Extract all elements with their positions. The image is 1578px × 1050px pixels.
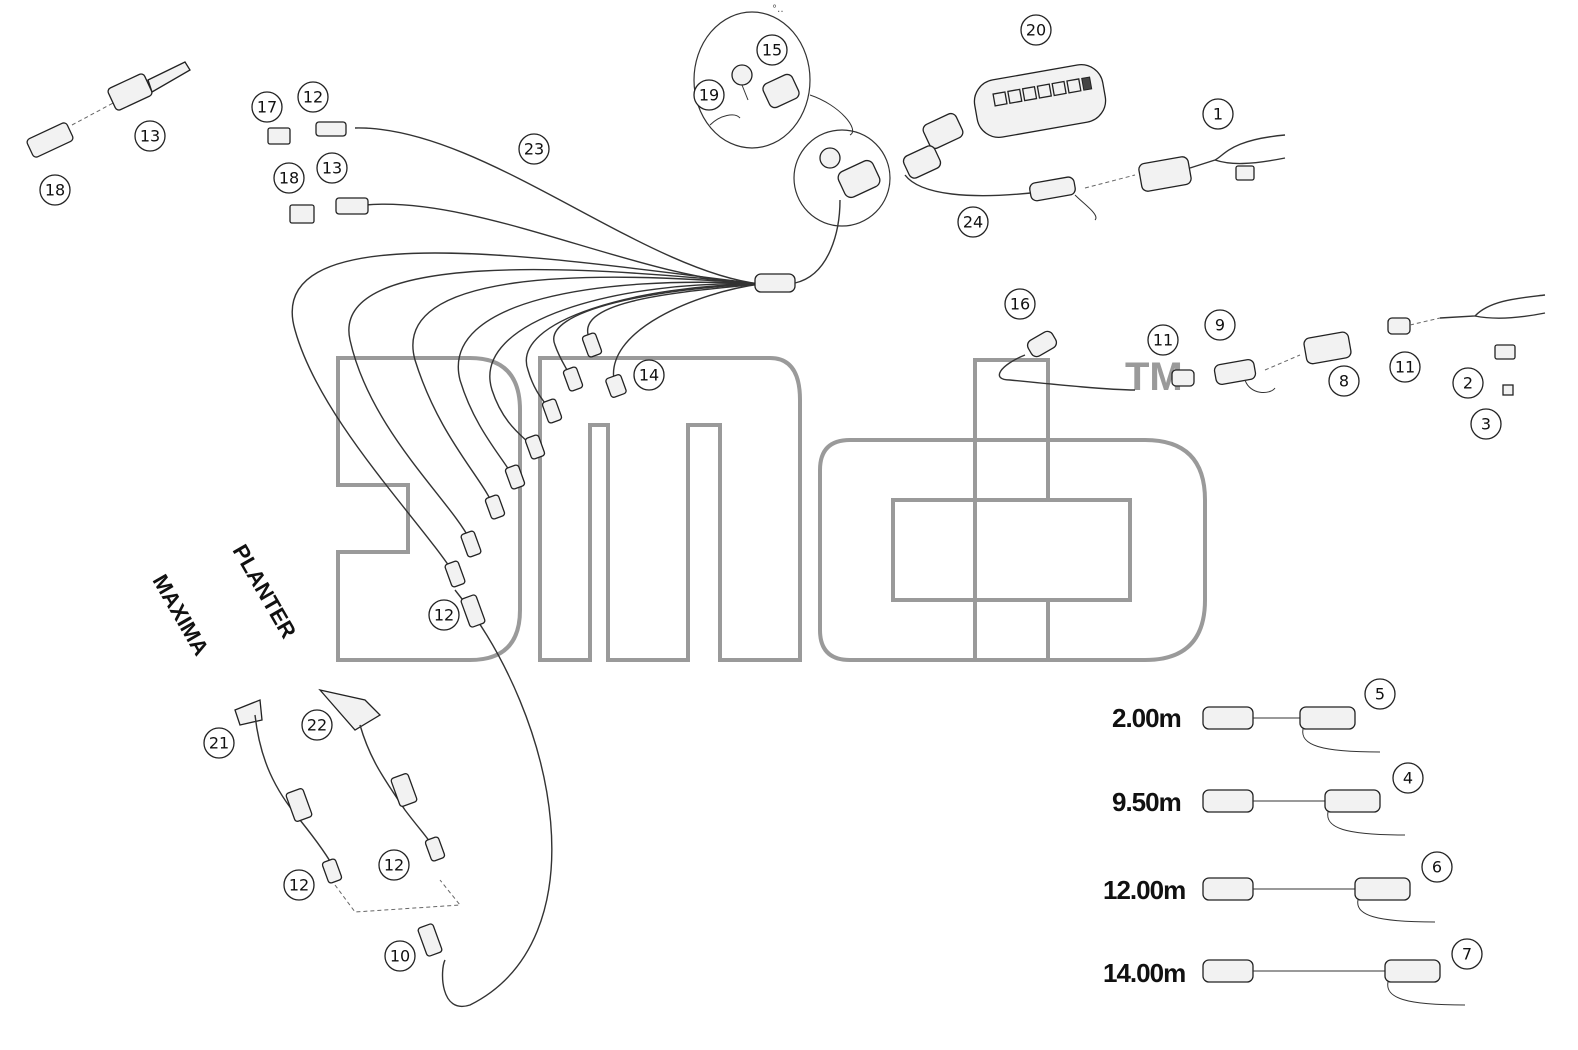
svg-text:23: 23	[524, 140, 544, 159]
callout-11b: 11	[1389, 351, 1421, 383]
svg-text:9: 9	[1215, 316, 1225, 335]
callout-16: 16	[1004, 288, 1036, 320]
svg-text:°‥: °‥	[772, 4, 784, 15]
svg-text:21: 21	[209, 734, 229, 753]
callout-18a: 18	[39, 174, 71, 206]
length-label-5: 2.00m	[1112, 703, 1181, 733]
svg-text:3: 3	[1481, 415, 1491, 434]
svg-text:13: 13	[140, 127, 160, 146]
callout-8: 8	[1328, 365, 1360, 397]
connector-pair-top-left	[26, 61, 191, 158]
svg-text:17: 17	[257, 98, 277, 117]
svg-text:18: 18	[45, 181, 65, 200]
svg-text:22: 22	[307, 716, 327, 735]
callout-12a: 12	[297, 81, 329, 113]
svg-text:10: 10	[390, 947, 410, 966]
svg-text:24: 24	[963, 213, 983, 232]
watermark-logo: TM	[336, 355, 1207, 662]
svg-text:13: 13	[322, 159, 342, 178]
svg-text:5: 5	[1375, 685, 1385, 704]
main-harness	[291, 127, 841, 1008]
label-planter: PLANTER	[228, 540, 302, 643]
callout-13b: 13	[316, 152, 348, 184]
svg-text:11: 11	[1395, 358, 1415, 377]
detail-bubbles: °‥	[693, 4, 891, 227]
callout-1: 1	[1202, 98, 1234, 130]
svg-text:12: 12	[434, 606, 454, 625]
callouts: 1 2 3 4 5 6 7 8 9 10 11 11 12 12 12 12 1…	[39, 14, 1502, 972]
extension-cable-2m	[1202, 706, 1381, 753]
svg-text:4: 4	[1403, 769, 1413, 788]
svg-text:18: 18	[279, 169, 299, 188]
sensor-planter	[318, 688, 446, 862]
harness-plugs	[267, 121, 627, 628]
callout-20: 20	[1020, 14, 1052, 46]
svg-text:12: 12	[303, 88, 323, 107]
callout-7: 7	[1451, 938, 1483, 970]
callout-5: 5	[1364, 678, 1396, 710]
label-maxima: MAXIMA	[148, 570, 214, 660]
svg-text:2: 2	[1463, 374, 1473, 393]
callout-22: 22	[301, 709, 333, 741]
svg-text:12: 12	[384, 856, 404, 875]
callout-3: 3	[1470, 408, 1502, 440]
length-label-7: 14.00m	[1103, 958, 1185, 988]
monitor-unit	[902, 63, 1107, 197]
svg-text:20: 20	[1026, 21, 1046, 40]
svg-text:12: 12	[289, 876, 309, 895]
callout-2: 2	[1452, 367, 1484, 399]
callout-6: 6	[1421, 851, 1453, 883]
callout-19: 19	[693, 79, 725, 111]
callout-15: 15	[756, 34, 788, 66]
callout-12d: 12	[378, 849, 410, 881]
callout-10: 10	[384, 940, 416, 972]
svg-text:19: 19	[699, 86, 719, 105]
callout-14: 14	[633, 359, 665, 391]
extension-cable-12m	[1202, 877, 1436, 923]
svg-text:8: 8	[1339, 372, 1349, 391]
callout-23: 23	[518, 133, 550, 165]
sensor-adapter-10	[334, 879, 461, 957]
callout-12c: 12	[283, 869, 315, 901]
extension-cable-14m	[1202, 959, 1466, 1006]
callout-24: 24	[957, 206, 989, 238]
length-label-4: 9.50m	[1112, 787, 1181, 817]
power-cable-1	[1029, 134, 1286, 221]
extension-cable-9-5m	[1202, 789, 1406, 836]
svg-text:15: 15	[762, 41, 782, 60]
callout-4: 4	[1392, 762, 1424, 794]
sensor-maxima	[234, 699, 343, 884]
svg-text:1: 1	[1213, 105, 1223, 124]
callout-17: 17	[251, 91, 283, 123]
callout-18b: 18	[273, 162, 305, 194]
callout-21: 21	[203, 727, 235, 759]
svg-text:16: 16	[1010, 295, 1030, 314]
svg-text:7: 7	[1462, 945, 1472, 964]
callout-12b: 12	[428, 599, 460, 631]
callout-11a: 11	[1147, 324, 1179, 356]
callout-9: 9	[1204, 309, 1236, 341]
length-label-6: 12.00m	[1103, 875, 1185, 905]
extension-right	[998, 294, 1546, 396]
svg-text:14: 14	[639, 366, 659, 385]
callout-13a: 13	[134, 120, 166, 152]
svg-text:6: 6	[1432, 858, 1442, 877]
svg-text:11: 11	[1153, 331, 1173, 350]
